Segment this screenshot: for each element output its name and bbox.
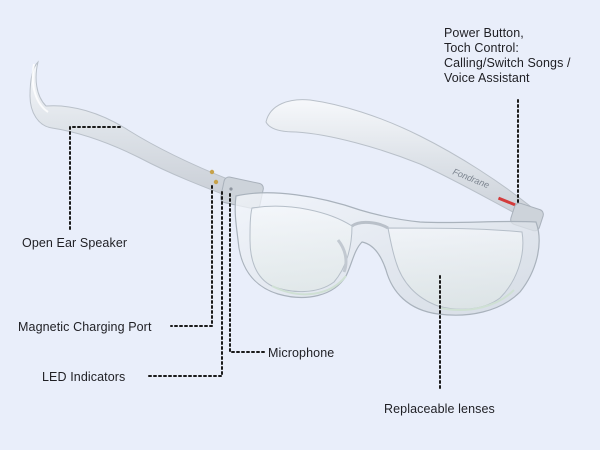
open-ear-speaker-label: Open Ear Speaker [22,236,128,250]
led-indicators-label: LED Indicators [42,370,126,384]
charging-pin-2 [213,179,219,185]
charging-pin-1 [209,169,215,175]
power-indicator-accent [497,196,516,207]
left-lens [249,205,353,293]
leader-open-ear-speaker [69,126,121,233]
led-dot [229,187,233,191]
power-button-line-4: Voice Assistant [444,71,530,85]
left-temple-arm [29,60,239,201]
replaceable-lenses-label: Replaceable lenses [384,402,495,416]
leader-magnetic-charging-port [170,185,213,327]
leader-led-indicators [147,191,223,377]
nose-bridge [351,220,389,230]
power-button-callout: Power Button, Toch Control: Calling/Swit… [444,26,600,86]
power-button-line-1: Power Button, [444,26,524,40]
power-button-line-3: Calling/Switch Songs / [444,56,571,70]
leader-microphone [229,193,265,353]
magnetic-charging-port-label: Magnetic Charging Port [18,320,152,334]
power-button-line-2: Toch Control: [444,41,519,55]
microphone-label: Microphone [268,346,335,360]
